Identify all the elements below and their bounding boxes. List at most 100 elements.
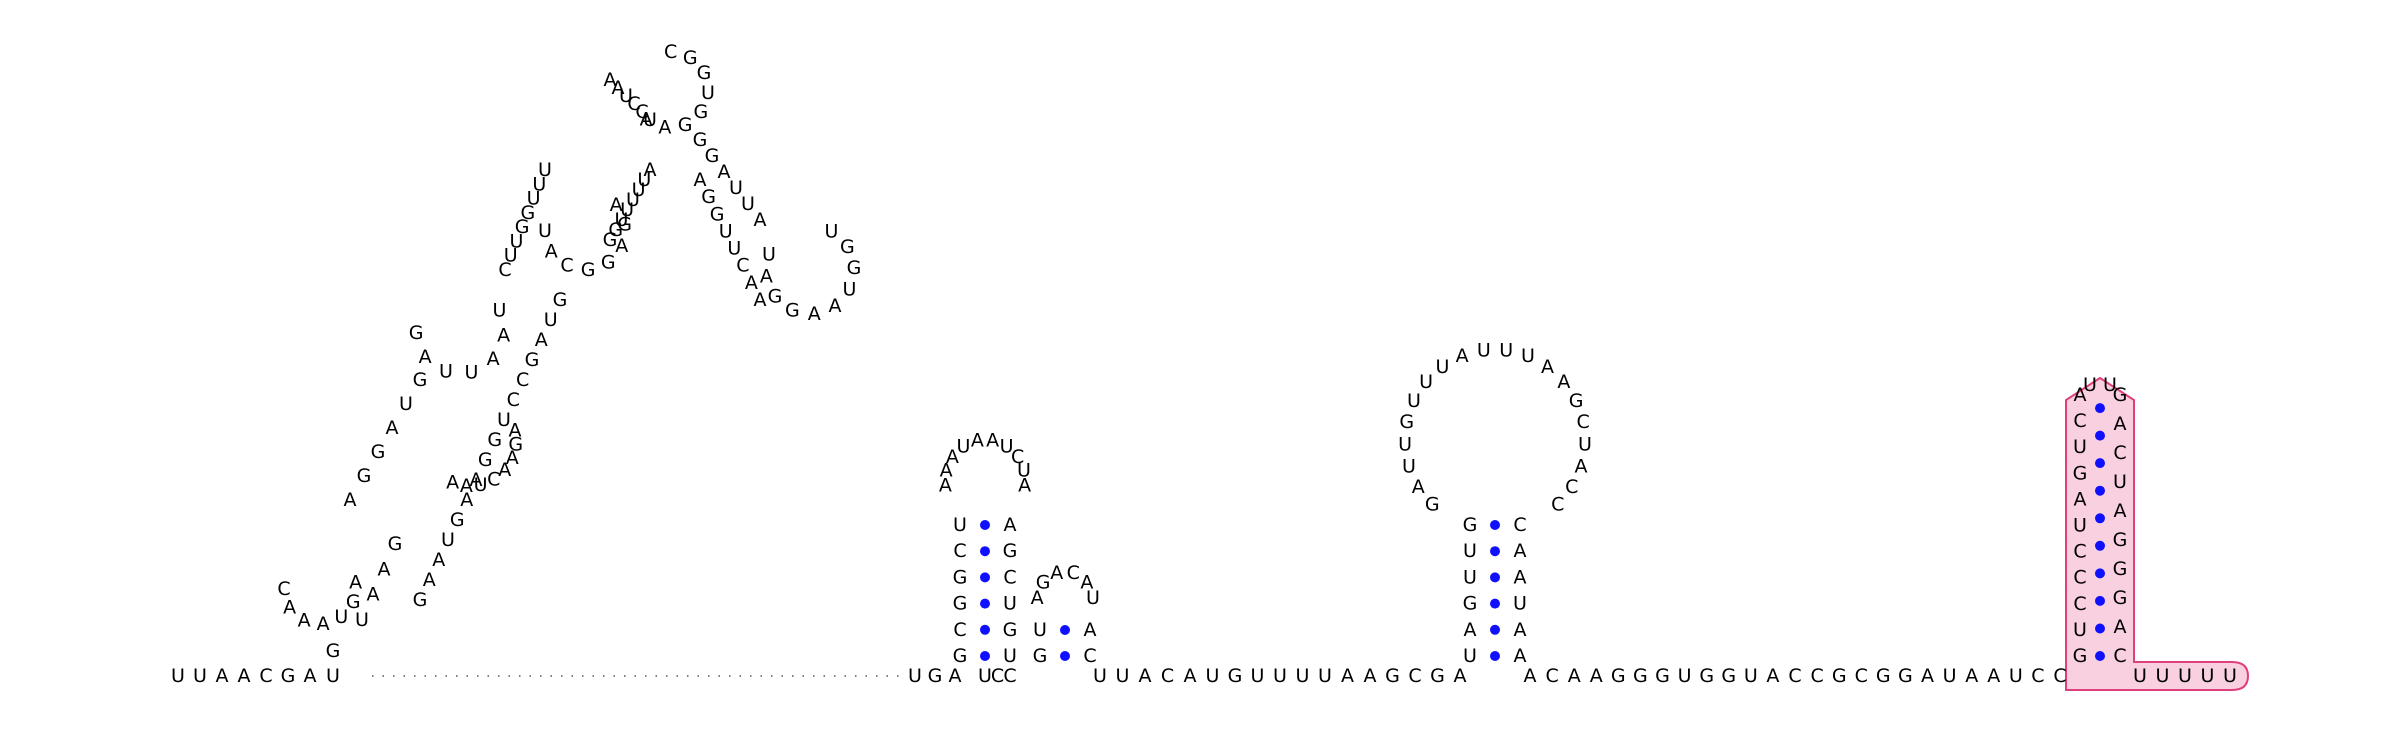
nucleotide-210: A	[1590, 665, 1603, 687]
nucleotide-46: G	[581, 259, 596, 281]
nucleotide-86: G	[701, 186, 716, 208]
nucleotide-64: G	[693, 129, 708, 151]
nucleotide-168: U	[1318, 665, 1332, 687]
nucleotide-121: G	[928, 665, 943, 687]
nucleotide-119: G	[413, 589, 428, 611]
nucleotide-154: A	[1080, 572, 1093, 594]
nucleotide-200: C	[1551, 493, 1564, 515]
nucleotide-134: A	[986, 430, 999, 452]
nucleotide-105: U	[544, 309, 558, 331]
nucleotide-17: A	[317, 613, 330, 635]
nucleotide-109: C	[507, 389, 520, 411]
nucleotide-232: G	[2073, 645, 2088, 667]
base-pair-dot-4	[2095, 540, 2105, 551]
base-pair-dot-0	[1060, 651, 1070, 661]
base-pair-dot-2	[1490, 598, 1500, 609]
nucleotide-240: U	[2073, 436, 2087, 458]
nucleotide-213: G	[1655, 665, 1670, 687]
nucleotide-112: G	[478, 449, 493, 471]
nucleotide-254: C	[2113, 645, 2126, 667]
base-pair-dot-1	[1060, 625, 1070, 635]
nucleotide-9: G	[326, 640, 341, 662]
nucleotide-78: A	[760, 265, 773, 287]
nucleotide-209: A	[1568, 665, 1581, 687]
nucleotide-11: A	[367, 584, 380, 606]
nucleotide-96: A	[509, 419, 522, 441]
nucleotide-129: A	[939, 475, 952, 497]
nucleotide-104: G	[553, 289, 568, 311]
nucleotide-164: G	[1228, 665, 1243, 687]
nucleotide-193: A	[1541, 356, 1554, 378]
base-pair-dot-6	[2095, 485, 2105, 496]
nucleotide-20: C	[277, 578, 290, 600]
nucleotide-49: U	[538, 220, 552, 242]
base-pair-layer	[980, 403, 2105, 661]
nucleotide-244: U	[2103, 374, 2117, 396]
nucleotide-224: G	[1898, 665, 1913, 687]
base-pair-dot-4	[980, 546, 990, 557]
base-pair-dot-7	[2095, 458, 2105, 469]
nucleotide-116: U	[441, 529, 455, 551]
nucleotide-251: G	[2113, 558, 2128, 580]
nucleotide-229: U	[2009, 665, 2023, 687]
nucleotide-24: A	[386, 417, 399, 439]
nucleotide-253: A	[2114, 616, 2127, 638]
nucleotide-212: G	[1633, 665, 1648, 687]
nucleotide-194: A	[1557, 371, 1570, 393]
nucleotide-223: G	[1876, 665, 1891, 687]
nucleotide-111: G	[487, 429, 502, 451]
nucleotide-18: A	[298, 609, 311, 631]
nucleotide-230: C	[2031, 665, 2044, 687]
nucleotide-32: A	[419, 346, 432, 368]
nucleotide-152: A	[1050, 562, 1063, 584]
nucleotide-165: U	[1251, 665, 1265, 687]
nucleotide-225: A	[1921, 665, 1934, 687]
nucleotide-67: U	[729, 177, 743, 199]
nucleotide-115: G	[450, 509, 465, 531]
nucleotide-45: G	[601, 252, 616, 274]
nucleotide-126: G	[953, 566, 968, 588]
nucleotide-88: A	[644, 159, 657, 181]
nucleotide-156: A	[1084, 619, 1097, 641]
nucleotide-161: C	[1161, 665, 1174, 687]
nucleotide-160: A	[1139, 665, 1152, 687]
nucleotide-54: C	[635, 101, 648, 123]
nucleotide-139: A	[1004, 514, 1017, 536]
nucleotide-196: C	[1577, 411, 1590, 433]
nucleotide-100: C	[487, 468, 500, 490]
nucleotide-133: A	[971, 430, 984, 452]
nucleotide-146: C	[991, 665, 1004, 687]
nucleotide-26: G	[413, 369, 428, 391]
nucleotide-87: A	[694, 169, 707, 191]
nucleotide-16: U	[334, 606, 348, 628]
nucleotide-202: A	[1514, 540, 1527, 562]
nucleotide-4: A	[238, 665, 251, 687]
nucleotide-83: U	[727, 238, 741, 260]
nucleotide-241: C	[2073, 410, 2086, 432]
nucleotide-162: A	[1184, 665, 1197, 687]
nucleotide-237: U	[2073, 515, 2087, 537]
nucleotide-203: A	[1514, 566, 1527, 588]
nucleotide-68: U	[741, 193, 755, 215]
nucleotide-208: C	[1545, 665, 1558, 687]
nucleotide-148: G	[1033, 645, 1048, 667]
nucleotide-179: U	[1463, 540, 1477, 562]
nucleotide-107: G	[525, 349, 540, 371]
nucleotide-171: G	[1385, 665, 1400, 687]
nucleotide-198: A	[1575, 456, 1588, 478]
nucleotide-135: U	[1000, 435, 1014, 457]
base-pair-dot-0	[980, 651, 990, 661]
nucleotide-65: G	[705, 145, 720, 167]
nucleotide-250: G	[2113, 529, 2128, 551]
nucleotide-155: U	[1086, 587, 1100, 609]
nucleotide-175: U	[1463, 645, 1477, 667]
nucleotide-72: G	[847, 257, 862, 279]
nucleotide-71: G	[840, 236, 855, 258]
nucleotide-14: A	[349, 572, 362, 594]
nucleotide-38: G	[521, 202, 536, 224]
nucleotide-185: G	[1399, 411, 1414, 433]
nucleotide-252: G	[2113, 587, 2128, 609]
nucleotide-174: A	[1454, 665, 1467, 687]
nucleotide-138: A	[1018, 475, 1031, 497]
nucleotide-58: G	[697, 62, 712, 84]
